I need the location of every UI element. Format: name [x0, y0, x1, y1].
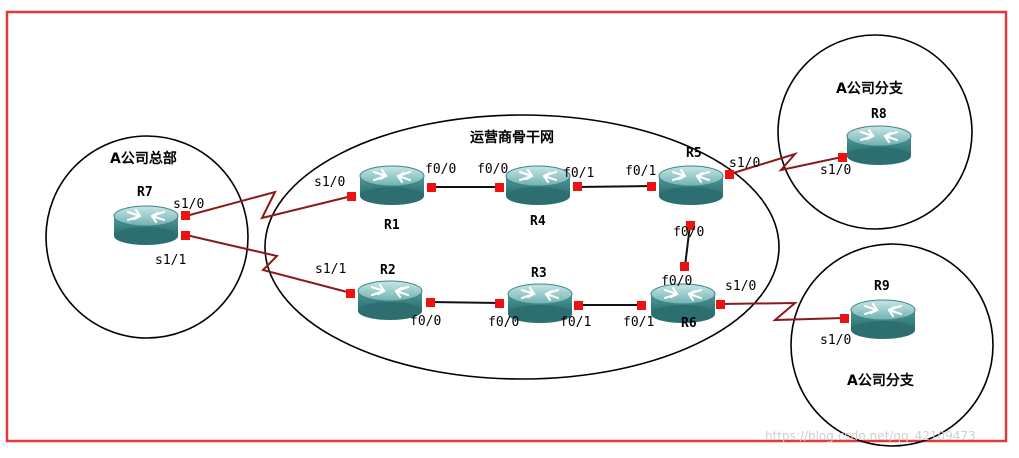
- r5-f00-label: f0/0: [673, 225, 704, 240]
- port-r1-f00: [427, 183, 436, 192]
- router-r1[interactable]: [358, 164, 426, 207]
- port-r2-s11: [346, 289, 355, 298]
- link-r7-r1: [185, 190, 353, 220]
- branch-bottom-region: [790, 243, 994, 447]
- backbone-title: 运营商骨干网: [470, 129, 554, 146]
- router-r4-label: R4: [530, 214, 546, 229]
- r3-f01-label: f0/1: [560, 315, 591, 330]
- port-r6-s10: [716, 300, 725, 309]
- r3-f00-label: f0/0: [488, 315, 519, 330]
- r4-f01-label: f0/1: [563, 166, 594, 181]
- port-r5-s10: [725, 170, 734, 179]
- router-r5[interactable]: [657, 164, 725, 207]
- r7-s10-label: s1/0: [173, 197, 204, 212]
- router-r7[interactable]: [112, 204, 180, 247]
- outer-frame: [5, 10, 1008, 443]
- r5-f01-label: f0/1: [625, 164, 656, 179]
- router-r1-label: R1: [384, 218, 400, 233]
- port-r6-f00: [680, 262, 689, 271]
- r9-s10-label: s1/0: [820, 333, 851, 348]
- port-r7-s11: [181, 231, 190, 240]
- link-r4-r5: [576, 185, 653, 188]
- router-r7-label: R7: [137, 185, 153, 200]
- link-r5-r6: [684, 224, 691, 267]
- r6-f01-label: f0/1: [623, 315, 654, 330]
- r1-s10-label: s1/0: [314, 175, 345, 190]
- r8-s10-label: s1/0: [820, 163, 851, 178]
- router-r8-label: R8: [871, 107, 887, 122]
- r2-f00-label: f0/0: [410, 314, 441, 329]
- port-r9-s10: [840, 314, 849, 323]
- branch-top-region: [777, 34, 973, 230]
- port-r7-s10: [181, 211, 190, 220]
- router-r6-label: R6: [681, 316, 697, 331]
- r6-f00-label: f0/0: [661, 274, 692, 289]
- link-r2-r3: [429, 301, 501, 304]
- port-r4-f01: [573, 182, 582, 191]
- port-r8-s10: [838, 153, 847, 162]
- hq-title: A公司总部: [110, 150, 177, 167]
- branch-top-title: A公司分支: [836, 80, 904, 97]
- router-r3-label: R3: [531, 266, 547, 281]
- port-r6-f01: [637, 301, 646, 310]
- r1-f00-label: f0/0: [425, 162, 456, 177]
- router-r5-label: R5: [686, 146, 702, 161]
- port-r4-f00: [495, 183, 504, 192]
- link-r5-r8: [729, 152, 843, 175]
- router-r9[interactable]: [849, 298, 917, 341]
- port-r5-f01: [647, 182, 656, 191]
- port-r3-f00: [495, 299, 504, 308]
- router-r8[interactable]: [845, 124, 913, 167]
- link-r7-r2: [185, 234, 352, 294]
- hq-region: [45, 135, 249, 339]
- r5-s10-label: s1/0: [729, 156, 760, 171]
- r2-s11-label: s1/1: [315, 262, 346, 277]
- backbone-region: [264, 114, 780, 380]
- r4-f00-label: f0/0: [477, 162, 508, 177]
- branch-bottom-title: A公司分支: [847, 372, 915, 389]
- watermark: https://blog.csdn.net/qq_42109473: [765, 429, 976, 443]
- port-r3-f01: [574, 301, 583, 310]
- router-r4[interactable]: [504, 164, 572, 207]
- router-r2-label: R2: [380, 263, 396, 278]
- port-r1-s10: [347, 192, 356, 201]
- router-r9-label: R9: [874, 279, 890, 294]
- port-r2-f00: [426, 298, 435, 307]
- r6-s10-label: s1/0: [725, 279, 756, 294]
- link-r6-r9: [719, 301, 845, 322]
- port-r5-f00: [686, 221, 695, 230]
- r7-s11-label: s1/1: [155, 253, 186, 268]
